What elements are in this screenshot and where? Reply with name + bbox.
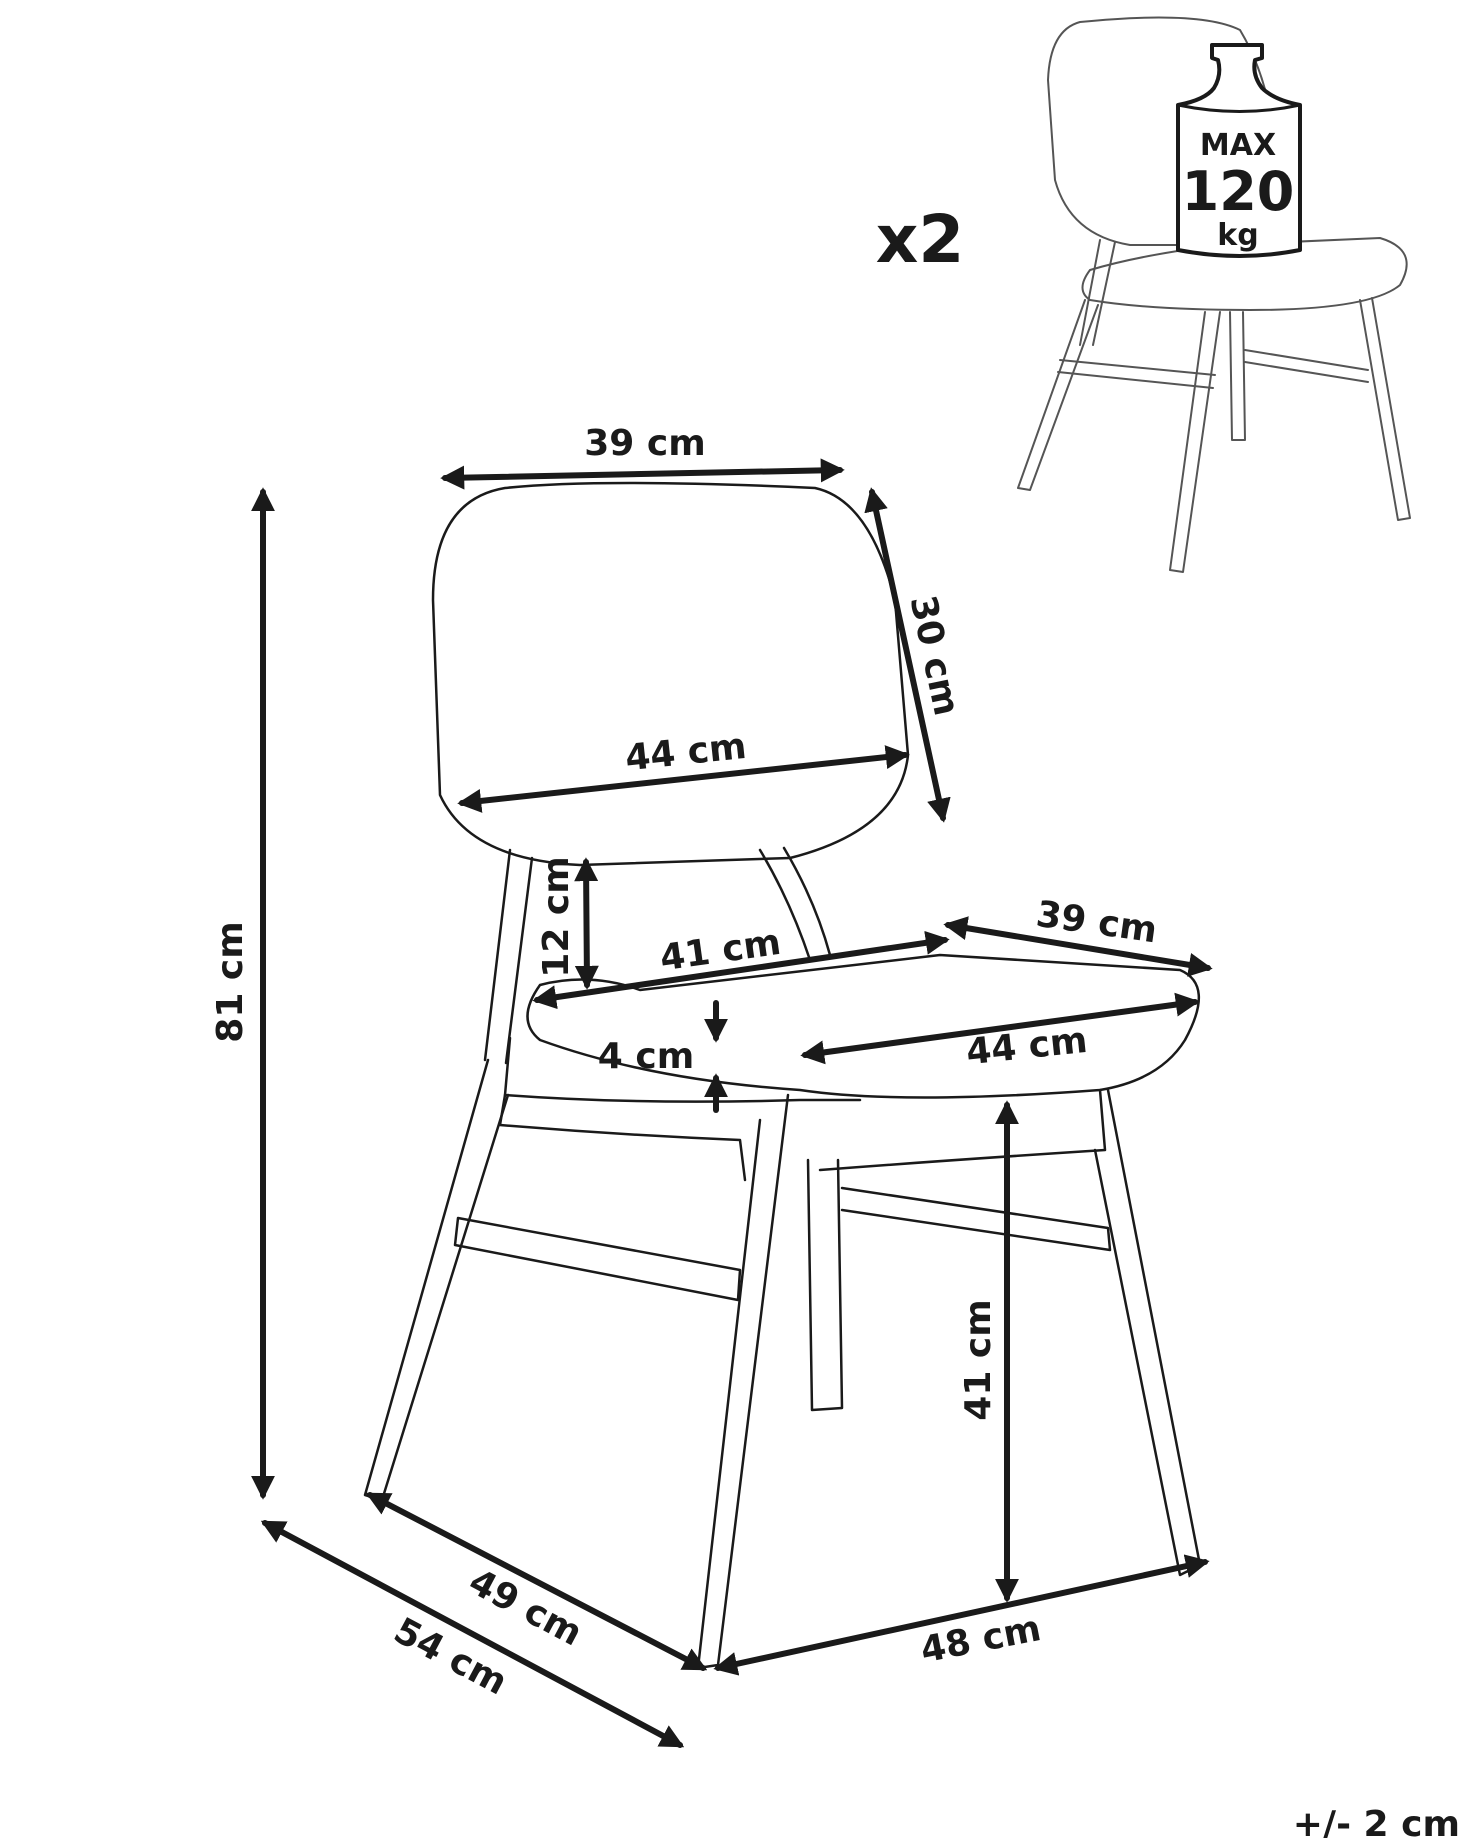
- max-load-badge: MAX 120 kg: [1176, 43, 1302, 258]
- chair-back-post-left: [483, 848, 534, 1065]
- label-total-height: 81 cm: [210, 921, 251, 1042]
- max-load-line3: kg: [1217, 218, 1258, 253]
- arrow-seat-depth: [532, 930, 950, 1010]
- label-backrest-gap: 12 cm: [536, 856, 577, 977]
- dimension-arrows: [251, 458, 1213, 1748]
- arrow-overall-depth: [260, 1520, 685, 1748]
- arrow-seat-width: [800, 992, 1200, 1065]
- arrow-backrest-gap: [574, 857, 599, 990]
- chair-leg-front-right: [1093, 1088, 1202, 1577]
- label-tolerance: +/- 2 cm: [1293, 1804, 1460, 1838]
- chair-stretcher-left: [453, 1216, 742, 1302]
- arrow-seat-back-width: [943, 916, 1213, 977]
- chair-leg-back-right: [806, 1158, 844, 1412]
- label-seat-thickness: 4 cm: [598, 1036, 694, 1077]
- chair-leg-back-left: [363, 1058, 510, 1502]
- arrow-backrest-height: [864, 487, 951, 823]
- label-backrest-height: 30 cm: [902, 592, 967, 719]
- arrow-backrest-width: [457, 745, 910, 813]
- vase-icon: [1176, 43, 1302, 258]
- max-load-line2: 120: [1182, 160, 1295, 223]
- label-seat-height: 41 cm: [958, 1299, 999, 1420]
- chair-stretcher-right: [840, 1186, 1112, 1252]
- max-load-line1: MAX: [1200, 128, 1276, 163]
- chair-seat-edge: [503, 1036, 862, 1103]
- label-backrest-top-width: 39 cm: [584, 423, 705, 464]
- arrow-footprint-width: [713, 1554, 1210, 1676]
- chair-leg-front-left: [696, 1093, 790, 1670]
- chair-apron: [498, 1088, 1107, 1182]
- dimension-labels: 39 cm 30 cm 44 cm 12 cm 41 cm 39 cm 4 cm…: [210, 423, 1460, 1838]
- quantity-label: x2: [876, 201, 965, 278]
- chair-backrest: [431, 481, 910, 867]
- chair-main-drawing: [363, 481, 1202, 1670]
- label-seat-depth: 41 cm: [657, 922, 783, 980]
- arrow-backrest-top-width: [440, 458, 845, 490]
